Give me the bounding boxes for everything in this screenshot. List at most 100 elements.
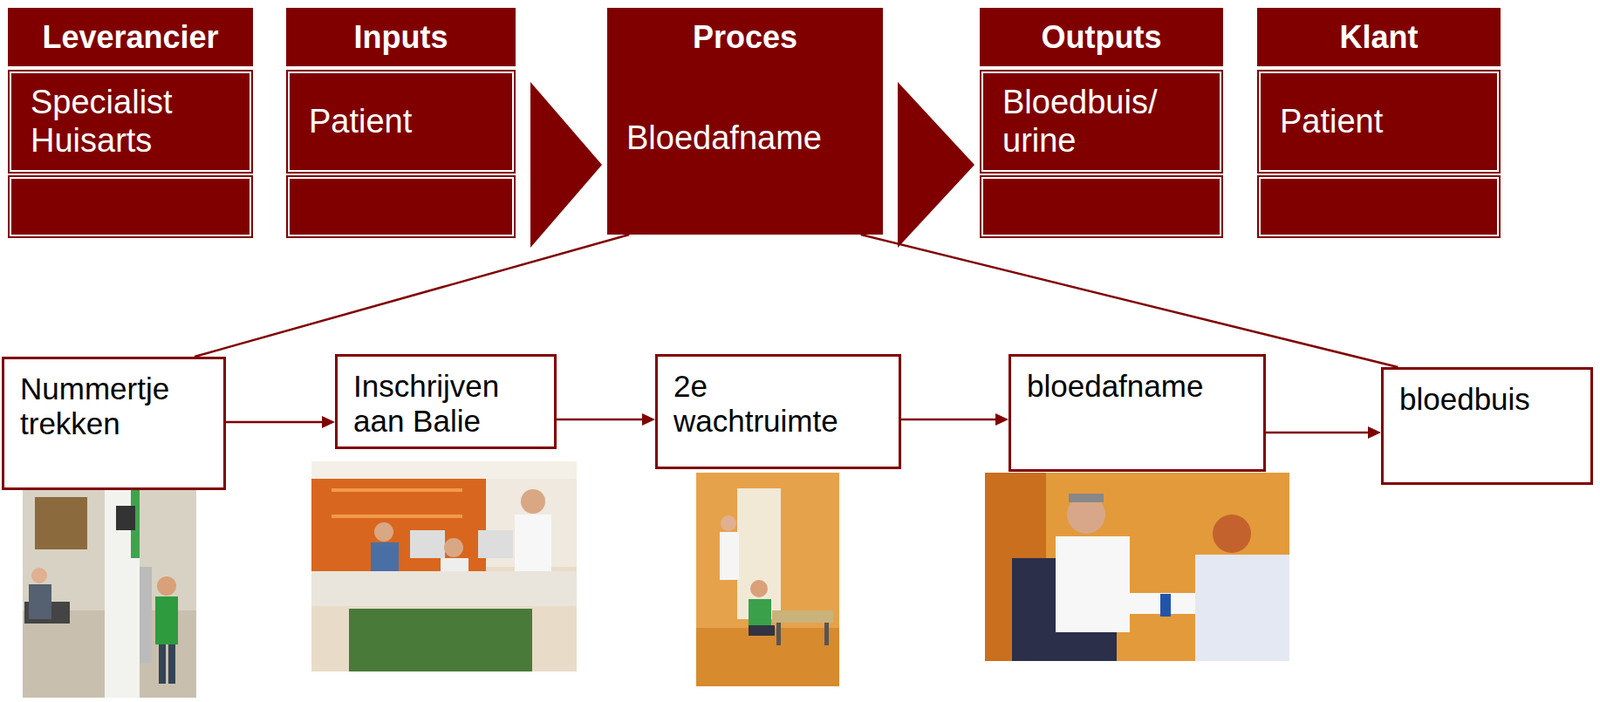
connector bbox=[225, 416, 336, 429]
photo-nurse-body bbox=[1195, 554, 1290, 662]
photo-nurse-head bbox=[1212, 514, 1252, 554]
column-box: OutputsBloedbuis/ urine bbox=[979, 7, 1224, 239]
body-cell: Patient bbox=[286, 69, 516, 174]
photo-person-body bbox=[28, 584, 52, 620]
process-box: ProcesBloedafname bbox=[607, 7, 883, 235]
connector-line bbox=[225, 421, 325, 424]
header-cell: Inputs bbox=[286, 7, 516, 67]
connector-line bbox=[1265, 431, 1371, 435]
header-cell: Proces bbox=[607, 7, 883, 67]
photo-tourniquet bbox=[1160, 594, 1171, 617]
step-box: Inschrijven aan Balie bbox=[335, 354, 557, 450]
body-cell: Specialist Huisarts bbox=[7, 69, 253, 174]
photo-person-arm bbox=[1099, 593, 1196, 615]
lobby-photo bbox=[22, 472, 197, 698]
photo-chair-leg bbox=[824, 622, 829, 646]
connector-line bbox=[861, 234, 1399, 368]
photo-person-shirt bbox=[1055, 536, 1130, 633]
connector-line bbox=[556, 418, 645, 422]
process-heading: Proces bbox=[692, 19, 798, 55]
step-label: 2e wachtruimte bbox=[673, 369, 862, 440]
connector bbox=[897, 82, 975, 248]
connector bbox=[556, 413, 656, 426]
column-box: LeverancierSpecialist Huisarts bbox=[7, 7, 253, 239]
photo-person-body bbox=[748, 599, 772, 626]
photo-monitor bbox=[478, 530, 513, 559]
photo-person-head bbox=[520, 489, 546, 514]
step-box: 2e wachtruimte bbox=[655, 354, 902, 470]
lower-cell bbox=[979, 175, 1224, 239]
connector bbox=[1265, 426, 1382, 439]
photo-person-body bbox=[155, 596, 178, 645]
photo-painting bbox=[34, 497, 88, 550]
photo-column bbox=[104, 472, 140, 698]
photo-wall bbox=[696, 472, 840, 687]
column-heading: Outputs bbox=[1041, 19, 1163, 55]
step-label: Inschrijven aan Balie bbox=[353, 369, 539, 440]
column-text: Patient bbox=[308, 102, 493, 142]
photo-wall bbox=[22, 472, 197, 698]
photo-wall bbox=[984, 472, 1290, 662]
photo-floor bbox=[696, 628, 840, 687]
arrowhead bbox=[642, 413, 656, 426]
connector-line bbox=[901, 418, 999, 422]
photo-person-body bbox=[719, 532, 739, 581]
header-cell: Outputs bbox=[979, 7, 1224, 67]
body-cell: Bloedafname bbox=[626, 119, 875, 158]
column-box: InputsPatient bbox=[286, 7, 516, 239]
column-text: Patient bbox=[1279, 102, 1464, 142]
header-cell: Klant bbox=[1257, 7, 1501, 67]
photo-plants bbox=[348, 608, 533, 672]
step-label: bloedbuis bbox=[1399, 382, 1531, 418]
photo-person-head bbox=[157, 576, 177, 596]
desk-photo bbox=[311, 461, 577, 672]
column-text: Bloedbuis/ urine bbox=[1002, 83, 1186, 160]
process-text: Bloedafname bbox=[626, 119, 875, 158]
body-cell: Bloedbuis/ urine bbox=[979, 69, 1224, 174]
lower-cell bbox=[1257, 175, 1501, 239]
arrowhead bbox=[321, 416, 336, 429]
column-heading: Inputs bbox=[354, 19, 449, 55]
flow-arrow bbox=[530, 82, 602, 248]
connector bbox=[530, 82, 602, 248]
photo-person-leg bbox=[158, 644, 166, 684]
step-box: Nummertje trekken bbox=[1, 356, 226, 491]
connector bbox=[901, 413, 1009, 426]
photo-wall-stripe bbox=[331, 488, 463, 493]
photo-monitor bbox=[410, 530, 445, 559]
photo-counter bbox=[311, 571, 577, 607]
photo-chairs bbox=[772, 610, 834, 623]
lower-cell bbox=[7, 175, 253, 239]
photo-person-legs bbox=[748, 625, 775, 636]
photo-person-head bbox=[31, 567, 48, 584]
connector-line bbox=[194, 234, 630, 357]
step-label: bloedafname bbox=[1026, 369, 1204, 404]
photo-chair-leg bbox=[776, 622, 781, 646]
step-label: Nummertje trekken bbox=[20, 371, 208, 443]
flow-arrow bbox=[897, 82, 975, 248]
body-cell: Patient bbox=[1257, 69, 1501, 174]
step-box: bloedbuis bbox=[1381, 367, 1594, 486]
photo-ticket-machine bbox=[139, 567, 152, 664]
step-box: bloedafname bbox=[1008, 354, 1266, 472]
column-text: Specialist Huisarts bbox=[30, 83, 214, 160]
column-heading: Leverancier bbox=[41, 19, 219, 55]
photo-person-leg bbox=[168, 644, 176, 684]
lower-cell bbox=[286, 175, 516, 239]
photo-person-head bbox=[750, 580, 768, 598]
arrowhead bbox=[995, 413, 1009, 426]
waiting-room-photo bbox=[696, 472, 840, 687]
photo-person-body bbox=[514, 514, 552, 576]
photo-background bbox=[311, 461, 577, 672]
header-cell: Leverancier bbox=[7, 7, 253, 67]
photo-person-head bbox=[720, 515, 737, 532]
photo-person-head bbox=[374, 522, 394, 542]
column-heading: Klant bbox=[1340, 19, 1419, 55]
photo-person-hair bbox=[1068, 493, 1104, 503]
column-box: KlantPatient bbox=[1257, 7, 1501, 239]
arrowhead bbox=[1367, 426, 1382, 439]
photo-wall-stripe bbox=[331, 514, 463, 519]
connector bbox=[194, 234, 630, 357]
photo-person-head bbox=[444, 538, 464, 558]
